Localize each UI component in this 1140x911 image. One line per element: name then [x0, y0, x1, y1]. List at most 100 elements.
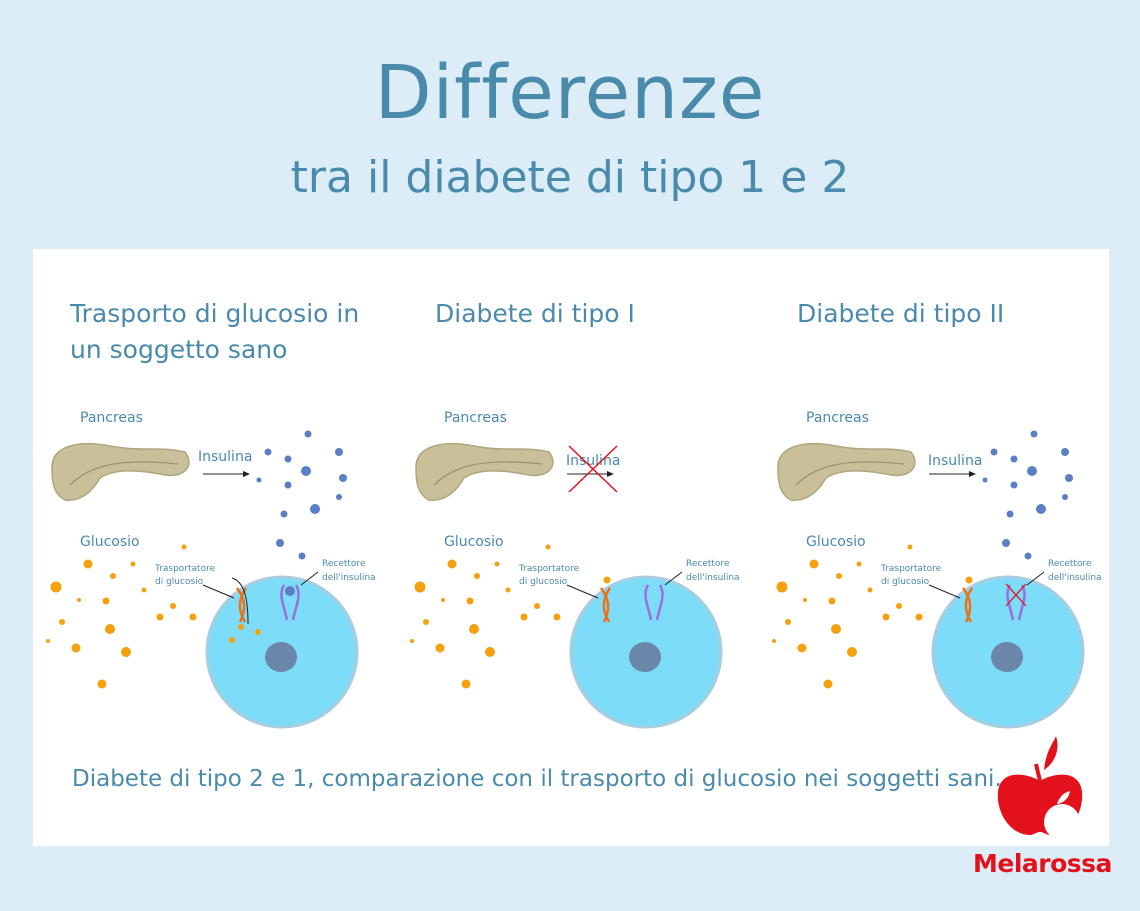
glucose-dot — [469, 624, 479, 634]
arrow-head-icon — [969, 471, 976, 477]
glucose-dot — [603, 576, 611, 584]
panel-heading-type2: Diabete di tipo II — [797, 299, 1005, 328]
insulin-dot — [310, 504, 320, 514]
receptor-label: dell'insulina — [322, 573, 376, 583]
glucose-dot — [141, 587, 147, 593]
glucose-dot — [867, 587, 873, 593]
glucose-dot — [520, 613, 528, 621]
glucose-dot — [896, 603, 902, 609]
glucose-in-cell-dot — [238, 624, 244, 630]
glucose-dot — [823, 679, 833, 689]
glucose-in-cell-dot — [229, 637, 235, 643]
page-title: Differenze — [374, 50, 766, 136]
pancreas-duct-icon — [795, 461, 905, 486]
glucose-dot — [907, 544, 913, 550]
pointer-arrow-icon — [1026, 571, 1045, 586]
insulin-dot — [339, 474, 347, 482]
insulin-dot — [1010, 481, 1018, 489]
diagram-card — [33, 249, 1109, 846]
glucose-dot — [156, 613, 164, 621]
pointer-arrow-icon — [566, 584, 599, 599]
glucose-dot — [110, 573, 116, 579]
insulin-dot — [264, 448, 272, 456]
insulin-dot — [1010, 455, 1018, 463]
pancreas-duct-icon — [69, 461, 179, 486]
insulin-dot — [1065, 474, 1073, 482]
insulin-dot — [990, 448, 998, 456]
insulin-dot — [256, 477, 262, 483]
panel-heading-healthy: Trasporto di glucosio in un soggetto san… — [70, 299, 360, 364]
insulin-receptor-icon — [280, 584, 300, 621]
glucose-dot — [189, 613, 197, 621]
insulin-dot — [1036, 504, 1046, 514]
cross-icon — [568, 445, 618, 493]
transporter-label: Trasportatore — [518, 564, 580, 574]
transporter-label: Trasportatore — [880, 564, 942, 574]
glucose-label: Glucosio — [444, 534, 504, 550]
glucose-dot — [803, 598, 807, 602]
insulin-dot — [1061, 448, 1069, 456]
pancreas-label: Pancreas — [444, 410, 507, 426]
glucose-dot — [435, 643, 445, 653]
glucose-dot — [545, 544, 551, 550]
glucose-dot — [461, 679, 471, 689]
glucose-dot — [77, 598, 81, 602]
pancreas-icon — [51, 443, 190, 501]
glucose-label: Glucosio — [80, 534, 140, 550]
glucose-dot — [831, 624, 841, 634]
insulin-dot — [1006, 510, 1014, 518]
pancreas-icon — [777, 443, 916, 501]
receptor-label: Recettore — [1048, 559, 1092, 569]
glucose-dot — [553, 613, 561, 621]
glucose-dot — [494, 561, 500, 567]
insulin-label: Insulina — [198, 449, 252, 465]
glucose-dot — [46, 639, 50, 643]
insulin-dot — [335, 448, 343, 456]
cross-icon — [1005, 583, 1027, 607]
glucose-dot — [410, 639, 414, 643]
insulin-dot — [1002, 539, 1010, 547]
transporter-label: di glucosio — [155, 577, 204, 587]
receptor-label: dell'insulina — [1048, 573, 1102, 583]
glucose-dot — [915, 613, 923, 621]
glucose-dot — [847, 647, 857, 657]
glucose-dot — [828, 597, 836, 605]
bound-insulin-dot — [285, 586, 295, 596]
glucose-transporter-icon — [599, 587, 612, 623]
insulin-dot — [276, 539, 284, 547]
insulin-label: Insulina — [928, 453, 982, 469]
nucleus-icon — [265, 642, 297, 672]
glucose-dot — [776, 581, 788, 593]
glucose-dot — [170, 603, 176, 609]
insulin-dot — [1062, 494, 1068, 500]
glucose-dot — [882, 613, 890, 621]
pancreas-label: Pancreas — [806, 410, 869, 426]
receptor-label: Recettore — [322, 559, 366, 569]
insulin-dot — [298, 552, 306, 560]
insulin-dot — [1024, 552, 1032, 560]
glucose-dot — [97, 679, 107, 689]
insulin-receptor-icon — [644, 584, 664, 621]
glucose-dot — [785, 619, 791, 625]
panel-0: PancreasInsulinaGlucosioTrasportatoredi … — [46, 410, 376, 729]
glucose-dot — [441, 598, 445, 602]
arrow-head-icon — [243, 471, 250, 477]
insulin-dot — [336, 494, 342, 500]
insulin-dot — [280, 510, 288, 518]
glucose-label: Glucosio — [806, 534, 866, 550]
insulin-dot — [1027, 466, 1037, 476]
pancreas-icon — [415, 443, 554, 501]
glucose-dot — [809, 559, 819, 569]
page-subtitle: tra il diabete di tipo 1 e 2 — [290, 152, 850, 203]
caption: Diabete di tipo 2 e 1, comparazione con … — [72, 766, 1002, 792]
insulin-label: Insulina — [566, 453, 620, 469]
glucose-dot — [447, 559, 457, 569]
pointer-arrow-icon — [202, 584, 235, 599]
pancreas-label: Pancreas — [80, 410, 143, 426]
glucose-dot — [181, 544, 187, 550]
glucose-entry-arrow-icon — [231, 577, 249, 625]
panel-2: PancreasInsulinaGlucosioTrasportatoredi … — [772, 410, 1102, 729]
glucose-dot — [83, 559, 93, 569]
glucose-dot — [856, 561, 862, 567]
